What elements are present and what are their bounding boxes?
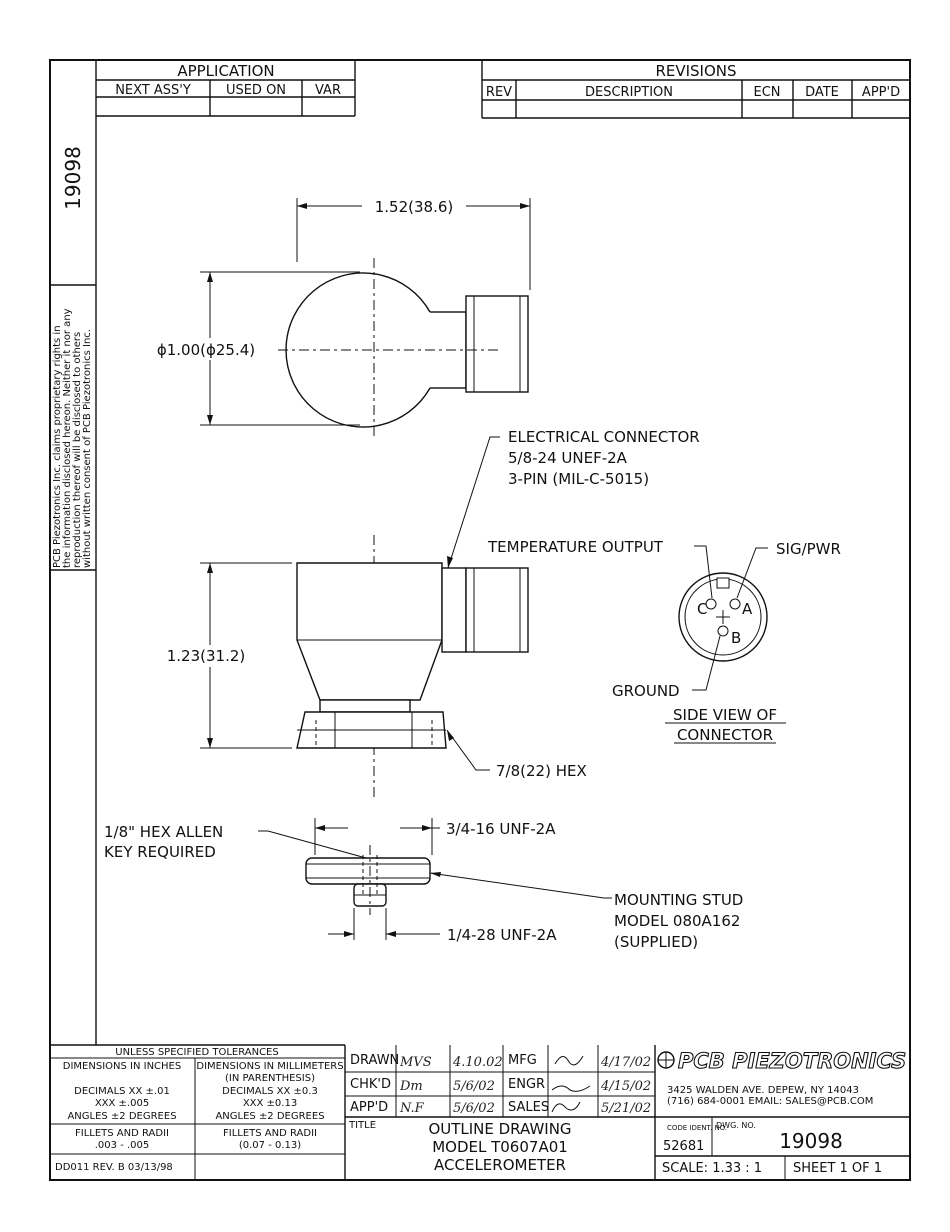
sign-label-appd: APP'D bbox=[350, 1100, 388, 1115]
title-label: TITLE bbox=[348, 1120, 376, 1131]
sign-initials-chkd: Dm bbox=[399, 1079, 423, 1094]
hex-label: 7/8(22) HEX bbox=[496, 762, 587, 780]
company-address-1: 3425 WALDEN AVE. DEPEW, NY 14043 bbox=[667, 1085, 859, 1096]
sign-date-chkd: 5/6/02 bbox=[453, 1079, 495, 1094]
sidebar-drawing-number: 19098 bbox=[61, 146, 85, 210]
inches-line-3: XXX ±.005 bbox=[95, 1098, 149, 1109]
engr-signature bbox=[551, 1085, 591, 1092]
proprietary-line-1: PCB Piezotronics Inc. claims proprietary… bbox=[52, 325, 63, 568]
dept-label-sales: SALES bbox=[508, 1100, 549, 1115]
height-dimension: 1.23(31.2) bbox=[167, 647, 246, 665]
dept-date-engr: 4/15/02 bbox=[600, 1079, 651, 1094]
revisions-col-rev: REV bbox=[486, 85, 512, 100]
connector-callout-line-3: 3-PIN (MIL-C-5015) bbox=[508, 470, 649, 488]
inches-line-1: DIMENSIONS IN INCHES bbox=[63, 1061, 181, 1072]
mm-line-7: (0.07 - 0.13) bbox=[239, 1140, 301, 1151]
application-col-used-on: USED ON bbox=[226, 83, 286, 98]
title-line-1: OUTLINE DRAWING bbox=[428, 1120, 571, 1138]
mounting-stud-line-2: MODEL 080A162 bbox=[614, 912, 740, 930]
dept-label-engr: ENGR bbox=[508, 1077, 545, 1092]
connector-face-view: C A B TEMPERATURE OUTPUT SIG/PWR GROUND … bbox=[487, 538, 841, 744]
connector-callout-line-1: ELECTRICAL CONNECTOR bbox=[508, 428, 700, 446]
mm-line-3: DECIMALS XX ±0.3 bbox=[222, 1086, 318, 1097]
application-table: APPLICATION NEXT ASS'Y USED ON VAR bbox=[96, 60, 356, 117]
mm-line-5: ANGLES ±2 DEGREES bbox=[215, 1111, 324, 1122]
mounting-stud-line-1: MOUNTING STUD bbox=[614, 891, 743, 909]
mm-line-2: (IN PARENTHESIS) bbox=[225, 1073, 315, 1084]
dwg-no-value: 19098 bbox=[779, 1129, 843, 1153]
title-block: UNLESS SPECIFIED TOLERANCES DIMENSIONS I… bbox=[50, 1044, 910, 1180]
code-ident-value: 52681 bbox=[663, 1139, 704, 1154]
scale-value: SCALE: 1.33 : 1 bbox=[662, 1161, 762, 1176]
mm-line-6: FILLETS AND RADII bbox=[223, 1128, 317, 1139]
revisions-col-description: DESCRIPTION bbox=[585, 85, 673, 100]
revisions-col-ecn: ECN bbox=[753, 85, 780, 100]
dept-date-mfg: 4/17/02 bbox=[600, 1055, 651, 1070]
sig-pwr-label: SIG/PWR bbox=[776, 540, 841, 558]
sheet-value: SHEET 1 OF 1 bbox=[793, 1161, 882, 1176]
proprietary-line-3: reproduction thereof will be disclosed t… bbox=[72, 332, 83, 568]
proprietary-line-4: without written consent of PCB Piezotron… bbox=[82, 329, 93, 568]
title-line-2: MODEL T0607A01 bbox=[432, 1138, 568, 1156]
sign-initials-appd: N.F bbox=[399, 1101, 425, 1116]
mounting-stud-view: 3/4-16 UNF-2A 1/8" HEX ALLEN KEY REQUIRE… bbox=[104, 818, 743, 951]
side-view-label-line-2: CONNECTOR bbox=[677, 726, 773, 744]
sign-initials-drawn: MVS bbox=[399, 1055, 432, 1070]
revisions-col-appd: APP'D bbox=[862, 85, 900, 100]
ground-label: GROUND bbox=[612, 682, 680, 700]
diameter-dimension: ϕ1.00(ϕ25.4) bbox=[157, 341, 255, 359]
code-ident-label: CODE IDENT. NO. bbox=[667, 1124, 727, 1132]
inches-line-2: DECIMALS XX ±.01 bbox=[74, 1086, 170, 1097]
mm-line-4: XXX ±0.13 bbox=[243, 1098, 297, 1109]
sign-date-drawn: 4.10.02 bbox=[452, 1055, 503, 1070]
company-address-2: (716) 684-0001 EMAIL: SALES@PCB.COM bbox=[667, 1096, 873, 1107]
sales-signature bbox=[551, 1101, 581, 1113]
side-view-label-line-1: SIDE VIEW OF bbox=[673, 706, 777, 724]
stud-top-thread: 3/4-16 UNF-2A bbox=[446, 820, 556, 838]
left-sidebar: 19098 PCB Piezotronics Inc. claims propr… bbox=[50, 60, 97, 1045]
top-view: 1.52(38.6) ϕ1.00(ϕ25.4) bbox=[140, 198, 531, 440]
mm-line-1: DIMENSIONS IN MILLIMETERS bbox=[196, 1061, 343, 1072]
side-view: 1.23(31.2) 7/8(22) HEX bbox=[155, 535, 587, 800]
inches-line-4: ANGLES ±2 DEGREES bbox=[67, 1111, 176, 1122]
title-line-3: ACCELEROMETER bbox=[434, 1156, 566, 1174]
pin-c-label: C bbox=[697, 600, 707, 618]
dept-label-mfg: MFG bbox=[508, 1053, 537, 1068]
sign-date-appd: 5/6/02 bbox=[453, 1101, 495, 1116]
proprietary-line-2: the information disclosed hereon. Neithe… bbox=[62, 308, 73, 568]
revisions-col-date: DATE bbox=[805, 85, 839, 100]
pin-b-label: B bbox=[731, 629, 741, 647]
pin-a-label: A bbox=[742, 600, 753, 618]
application-title: APPLICATION bbox=[177, 62, 274, 80]
revisions-table: REVISIONS REV DESCRIPTION ECN DATE APP'D bbox=[481, 60, 910, 119]
revisions-title: REVISIONS bbox=[655, 62, 736, 80]
mounting-stud-line-3: (SUPPLIED) bbox=[614, 933, 698, 951]
width-dimension: 1.52(38.6) bbox=[375, 198, 454, 216]
connector-callout-line-2: 5/8-24 UNEF-2A bbox=[508, 449, 628, 467]
stud-bottom-thread: 1/4-28 UNF-2A bbox=[447, 926, 557, 944]
inches-line-5: FILLETS AND RADII bbox=[75, 1128, 169, 1139]
sign-label-chkd: CHK'D bbox=[350, 1077, 391, 1092]
dept-date-sales: 5/21/02 bbox=[601, 1101, 651, 1116]
mfg-signature bbox=[554, 1055, 584, 1066]
dwg-no-label: DWG. NO. bbox=[716, 1121, 756, 1130]
connector-callout: ELECTRICAL CONNECTOR 5/8-24 UNEF-2A 3-PI… bbox=[447, 428, 700, 569]
tolerances-header: UNLESS SPECIFIED TOLERANCES bbox=[115, 1047, 278, 1058]
sheet-border bbox=[49, 59, 911, 1181]
form-revision: DD011 REV. B 03/13/98 bbox=[55, 1162, 173, 1173]
application-col-var: VAR bbox=[315, 83, 341, 98]
allen-key-line-1: 1/8" HEX ALLEN bbox=[104, 823, 223, 841]
sign-label-drawn: DRAWN bbox=[350, 1053, 399, 1068]
company-logo: PCB PIEZOTRONICS bbox=[678, 1049, 906, 1073]
allen-key-line-2: KEY REQUIRED bbox=[104, 843, 216, 861]
inches-line-6: .003 - .005 bbox=[95, 1140, 150, 1151]
application-col-next-assy: NEXT ASS'Y bbox=[115, 83, 191, 98]
temperature-output-label: TEMPERATURE OUTPUT bbox=[487, 538, 664, 556]
